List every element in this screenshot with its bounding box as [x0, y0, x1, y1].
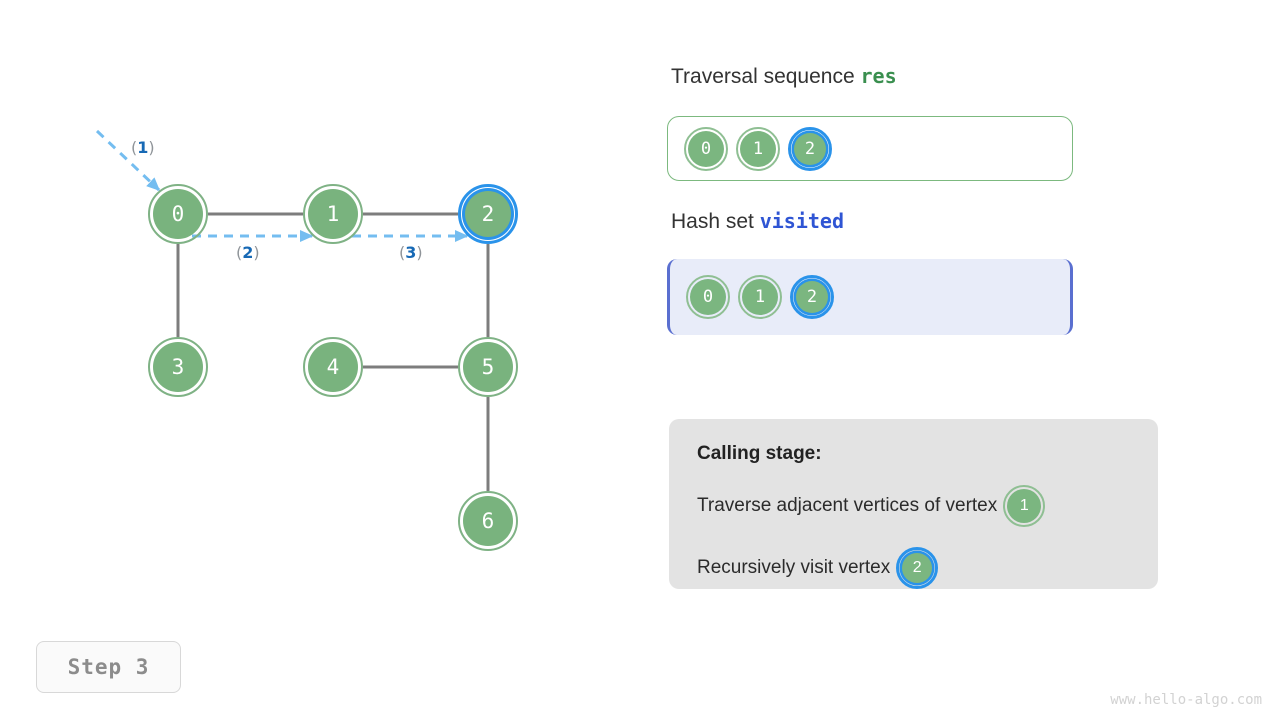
calling-stage-panel: Calling stage: Traverse adjacent vertice… [669, 419, 1158, 589]
order-number: 3 [405, 243, 417, 262]
paren-open: ( [236, 243, 243, 262]
node-label: 3 [153, 342, 203, 392]
stage-line-text: Recursively visit vertex [697, 557, 891, 578]
arrow-order-label-3: (3) [399, 243, 423, 262]
node-ring [458, 491, 518, 551]
watermark: www.hello-algo.com [1110, 692, 1262, 708]
chip-ring [684, 126, 728, 171]
chip-label: 2 [902, 553, 933, 583]
node-label: 2 [465, 191, 511, 237]
node-ring [458, 337, 518, 397]
graph-node-5[interactable]: 5 [458, 337, 518, 397]
chip-label: 1 [1007, 489, 1042, 523]
res-chip-1[interactable]: 1 [736, 126, 780, 171]
chip-ring [736, 126, 780, 171]
stage-vertex-chip-2[interactable]: 2 [896, 547, 939, 589]
visited-container: 0 1 2 [667, 259, 1073, 335]
chip-ring-highlight [788, 126, 832, 171]
res-variable-name: res [860, 64, 897, 88]
graph-node-1[interactable]: 1 [303, 184, 363, 244]
paren-close: ) [148, 138, 155, 157]
node-label: 1 [308, 189, 358, 239]
res-title-text: Traversal sequence [671, 65, 855, 88]
paren-open: ( [399, 243, 406, 262]
graph-node-6[interactable]: 6 [458, 491, 518, 551]
arrow-order-label-2: (2) [236, 243, 260, 262]
node-ring [303, 337, 363, 397]
stage-vertex-chip-1[interactable]: 1 [1003, 485, 1046, 527]
chip-ring [738, 275, 782, 319]
graph-node-4[interactable]: 4 [303, 337, 363, 397]
visited-title-text: Hash set [671, 210, 754, 233]
node-label: 4 [308, 342, 358, 392]
node-label: 5 [463, 342, 513, 392]
node-label: 0 [153, 189, 203, 239]
calling-stage-title: Calling stage: [697, 443, 822, 464]
paren-close: ) [253, 243, 260, 262]
graph-edges-layer [95, 129, 490, 491]
res-section-title: Traversal sequence res [671, 64, 897, 89]
chip-label: 2 [794, 132, 826, 165]
chip-ring-highlight [896, 547, 939, 589]
graph-node-3[interactable]: 3 [148, 337, 208, 397]
node-ring [303, 184, 363, 244]
entry-arrow-1 [95, 129, 161, 192]
paren-open: ( [131, 138, 138, 157]
node-ring [148, 184, 208, 244]
graph-node-2[interactable]: 2 [458, 184, 518, 244]
chip-ring [686, 275, 730, 319]
step-badge: Step 3 [36, 641, 181, 693]
graph-node-0[interactable]: 0 [148, 184, 208, 244]
calling-stage-line-1: Traverse adjacent vertices of vertex 1 [697, 485, 1130, 527]
node-label: 6 [463, 496, 513, 546]
paren-close: ) [416, 243, 423, 262]
visited-section-title: Hash set visited [671, 209, 844, 234]
node-ring [148, 337, 208, 397]
stage-line-text: Traverse adjacent vertices of vertex [697, 495, 998, 516]
chip-label: 1 [742, 279, 778, 315]
visited-chip-1[interactable]: 1 [738, 275, 782, 319]
right-panel: Traversal sequence res 0 1 2 Hash set vi… [667, 0, 1280, 720]
chip-label: 0 [690, 279, 726, 315]
visited-chip-0[interactable]: 0 [686, 275, 730, 319]
chip-ring-highlight [790, 275, 834, 319]
arrow-order-label-1: (1) [131, 138, 155, 157]
chip-label: 0 [688, 130, 724, 167]
res-chip-2[interactable]: 2 [788, 126, 832, 171]
visited-chip-2[interactable]: 2 [790, 275, 834, 319]
calling-stage-line-2: Recursively visit vertex 2 [697, 547, 1130, 589]
res-chip-0[interactable]: 0 [684, 126, 728, 171]
res-container: 0 1 2 [667, 116, 1073, 181]
traversal-arrow-group [95, 129, 469, 242]
order-number: 1 [137, 138, 149, 157]
graph-panel: 0 1 2 3 4 5 6 (1) (2) [0, 0, 620, 620]
order-number: 2 [242, 243, 254, 262]
visited-variable-name: visited [759, 209, 845, 233]
edge-group [176, 212, 490, 491]
node-ring-highlight [458, 184, 518, 244]
chip-label: 2 [796, 281, 828, 313]
chip-label: 1 [740, 130, 776, 167]
chip-ring [1003, 485, 1046, 527]
